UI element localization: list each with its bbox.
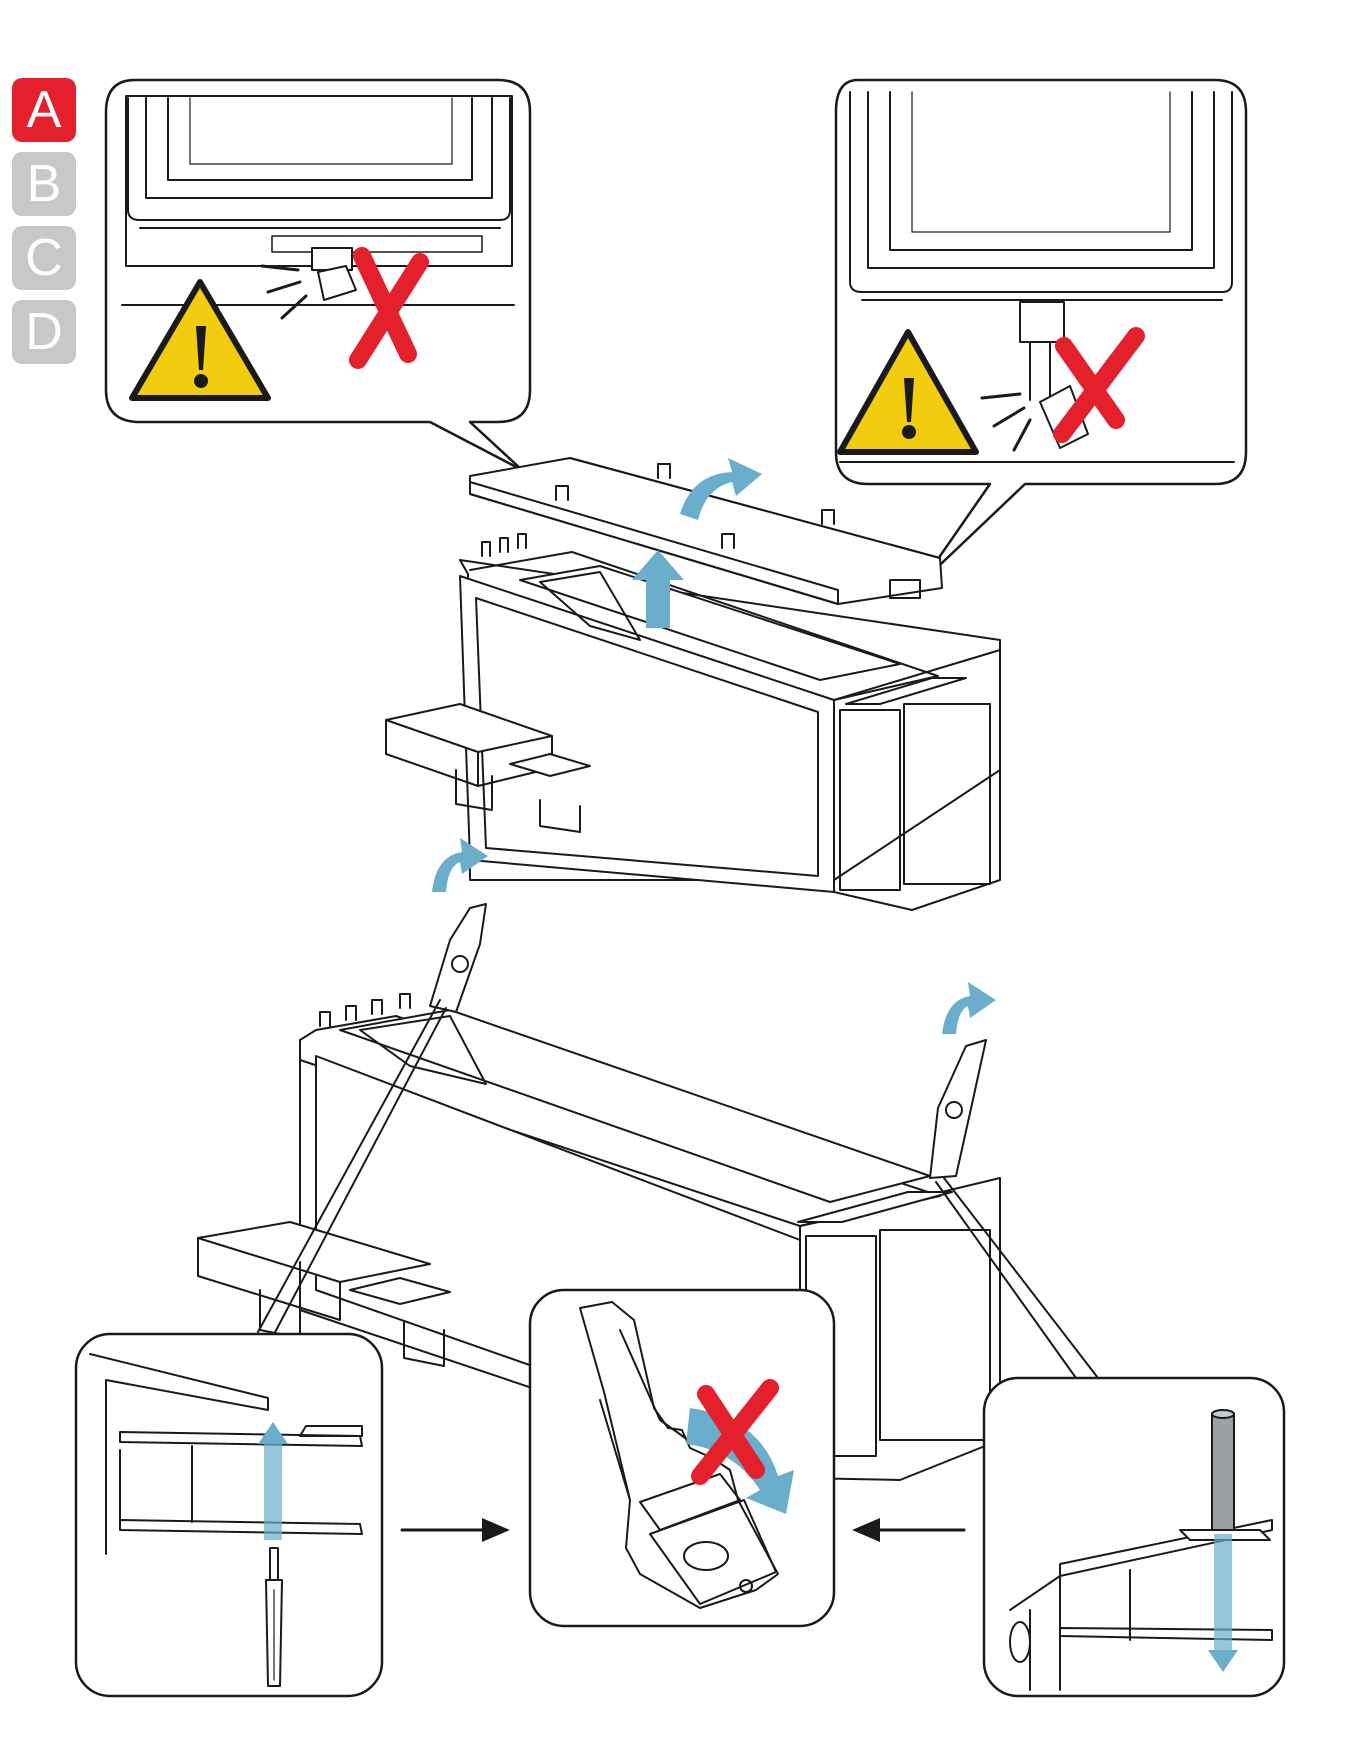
callout-hinge-pin — [984, 1378, 1284, 1696]
lid-removed-from-cabinet — [386, 458, 1000, 910]
callout-hinge-no-close — [530, 1290, 834, 1626]
callout-hinge-screwdriver — [76, 1334, 382, 1696]
hinge-left-raised — [430, 904, 486, 1012]
hinge-pin-icon — [1212, 1410, 1234, 1530]
hinge-right-raised — [930, 1040, 986, 1178]
callout-lid-support-right — [836, 80, 1246, 582]
callout-lid-bracket-left — [106, 80, 530, 470]
